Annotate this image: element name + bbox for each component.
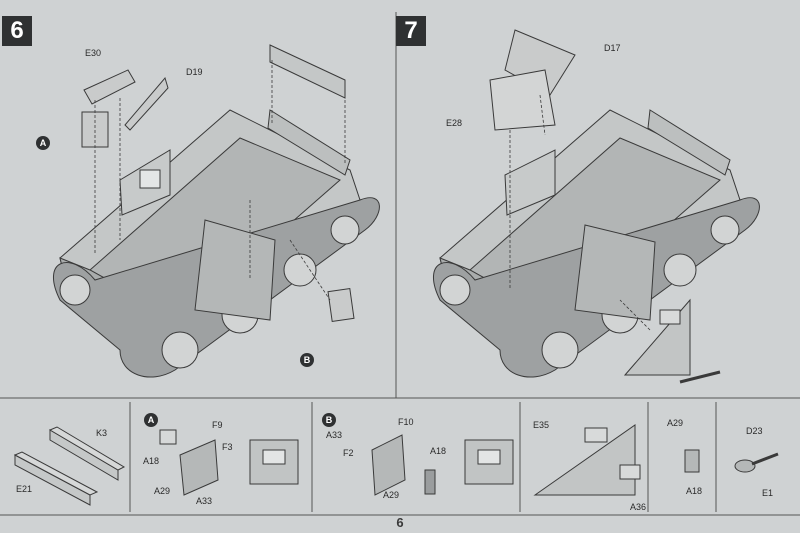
part-label-a18-sub-b: A18	[430, 446, 447, 456]
parts-step6	[81, 69, 355, 322]
hull-step7	[433, 109, 760, 378]
step-number-7: 7	[396, 16, 426, 46]
part-label-a18-sub-a: A18	[143, 456, 160, 466]
part-label-d17: D17	[604, 43, 621, 53]
part-label-f9: F9	[212, 420, 223, 430]
tow-drawing	[734, 452, 779, 473]
callout-a: A	[36, 136, 50, 150]
part-label-e30: E30	[85, 48, 102, 58]
rails-drawing	[13, 426, 126, 506]
subA-drawing	[159, 429, 299, 496]
part-label-d19: D19	[186, 67, 203, 77]
parts-step7	[489, 29, 721, 384]
part-label-a29-sub-a: A29	[154, 486, 171, 496]
part-label-a33-sub-a: A33	[196, 496, 213, 506]
leader-lines-step7	[509, 94, 651, 331]
leader-lines-step6	[94, 60, 346, 301]
part-label-e35: E35	[533, 420, 550, 430]
page-number: 6	[396, 515, 404, 530]
subassembly-a-badge: A	[144, 413, 158, 427]
part-label-d23: D23	[746, 426, 763, 436]
part-label-k3: K3	[96, 428, 108, 438]
bracket-drawing	[684, 449, 700, 473]
part-label-a29-bracket: A29	[667, 418, 684, 428]
part-label-e1: E1	[762, 488, 774, 498]
subB-drawing	[371, 434, 514, 496]
part-label-e28: E28	[446, 118, 463, 128]
plate-drawing	[533, 424, 641, 496]
part-label-a29-sub-b: A29	[383, 490, 400, 500]
part-label-a36: A36	[630, 502, 647, 512]
part-label-f2: F2	[343, 448, 354, 458]
part-label-f3: F3	[222, 442, 233, 452]
part-label-f10: F10	[398, 417, 414, 427]
step-number-6: 6	[2, 16, 32, 46]
part-label-e21: E21	[16, 484, 33, 494]
callout-b: B	[300, 353, 314, 367]
part-label-a18-bracket: A18	[686, 486, 703, 496]
part-label-a33-sub-b: A33	[326, 430, 343, 440]
subassembly-b-badge: B	[322, 413, 336, 427]
